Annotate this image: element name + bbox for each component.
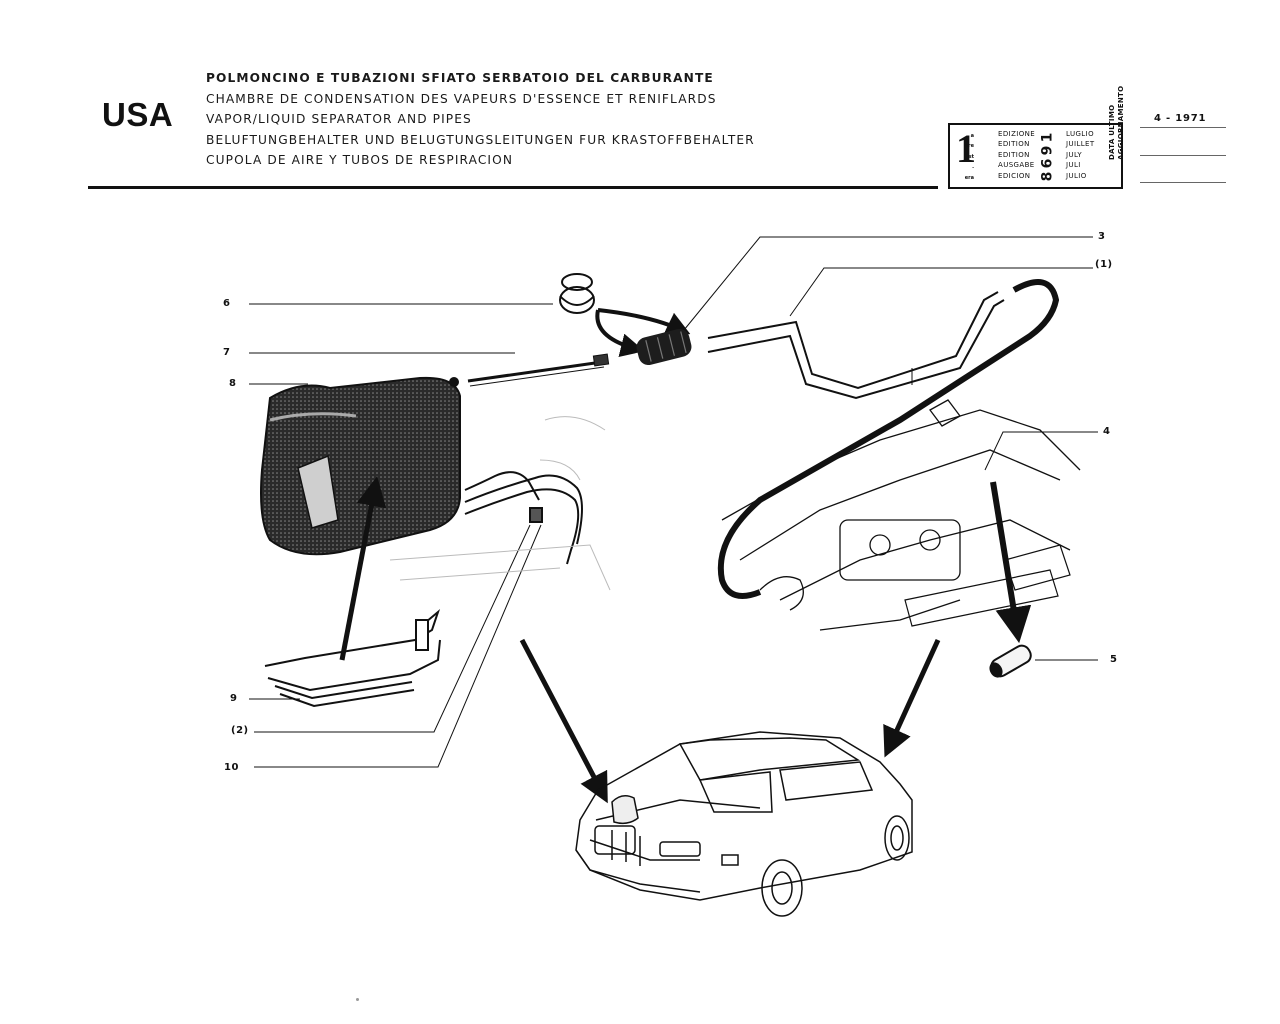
callout-2: (2) — [231, 725, 249, 736]
edition-box: 1 a ère st . era EDIZIONE EDITION EDITIO… — [948, 123, 1123, 189]
separator-tank-part-8 — [260, 376, 461, 556]
edition-month: JULIO — [1066, 171, 1087, 180]
callout-4: 4 — [1103, 426, 1111, 437]
leader-3 — [683, 236, 1093, 331]
strap-part-9 — [264, 608, 441, 708]
edition-month: LUGLIO — [1066, 130, 1094, 138]
car-illustration — [575, 731, 913, 917]
edition-word: EDITION — [998, 140, 1030, 149]
title-spanish: CUPOLA DE AIRE Y TUBOS DE RESPIRACION — [206, 153, 514, 168]
edition-suffix: ère — [964, 143, 974, 150]
edition-suffix: . — [972, 164, 974, 171]
hose-part-3 — [636, 329, 692, 365]
callout-10: 10 — [224, 762, 239, 773]
part-5-arrow — [990, 481, 1032, 644]
callout-6: 6 — [223, 298, 231, 309]
hose-part-5 — [989, 644, 1032, 678]
clamp-part-6 — [559, 273, 595, 314]
update-line — [1140, 155, 1226, 156]
callout-5: 5 — [1110, 654, 1118, 665]
car-arrow-right — [883, 638, 941, 758]
edition-month: JUILLET — [1066, 140, 1095, 149]
last-update-date: 4 - 1971 — [1154, 113, 1207, 124]
title-english: VAPOR/LIQUID SEPARATOR AND PIPES — [206, 112, 472, 127]
edition-month: JULY — [1066, 150, 1083, 159]
title-german: BELUFTUNGBEHALTER UND BELUGTUNGSLEITUNGE… — [206, 132, 755, 147]
leader-lines — [249, 236, 1098, 768]
edition-word: AUSGABE — [998, 161, 1035, 170]
region-tag: USA — [102, 96, 174, 133]
title-block: POLMONCINO E TUBAZIONI SFIATO SERBATOIO … — [206, 68, 755, 171]
callout-8: 8 — [229, 378, 237, 389]
callout-1: (1) — [1095, 259, 1113, 270]
edition-suffix: a — [970, 133, 974, 139]
tank-outlet-pipes — [464, 471, 583, 565]
edition-words: EDIZIONE EDITION EDITION AUSGABE EDICION — [998, 129, 1035, 181]
edition-word: EDICION — [998, 171, 1031, 180]
vapor-hose-heavy — [717, 279, 1060, 599]
update-line — [1140, 127, 1226, 128]
tank-arrow — [339, 476, 387, 661]
breather-pipe-1 — [707, 291, 1005, 400]
edition-word: EDIZIONE — [998, 130, 1036, 138]
edition-suffix: era — [964, 174, 974, 181]
edition-number: 1 — [956, 126, 976, 171]
edition-months: LUGLIO JUILLET JULY JULI JULIO — [1066, 129, 1095, 181]
leader-10 — [254, 524, 542, 768]
callout-7: 7 — [223, 347, 231, 358]
title-italian: POLMONCINO E TUBAZIONI SFIATO SERBATOIO … — [206, 71, 714, 85]
engine-cover-lettering — [904, 544, 1071, 627]
engine-bay-sketch — [721, 399, 1081, 631]
callout-3: 3 — [1098, 231, 1106, 242]
vent-tube-part-7 — [467, 353, 610, 387]
leader-1 — [789, 267, 1093, 317]
leader-4 — [984, 431, 1098, 471]
title-french: CHAMBRE DE CONDENSATION DES VAPEURS D'ES… — [206, 91, 717, 106]
edition-word: EDITION — [998, 150, 1030, 159]
leader-2 — [254, 524, 531, 733]
update-line — [1140, 182, 1226, 183]
scan-speck — [356, 998, 359, 1001]
edition-suffixes: a ère st . era — [956, 131, 974, 183]
car-arrow-left — [519, 638, 608, 804]
callout-9: 9 — [230, 693, 238, 704]
clamp-arrows — [595, 308, 691, 357]
faint-floor-sketch — [389, 416, 611, 591]
edition-month: JULI — [1066, 161, 1081, 170]
edition-suffix: st — [968, 153, 974, 160]
header-rule — [88, 186, 938, 189]
